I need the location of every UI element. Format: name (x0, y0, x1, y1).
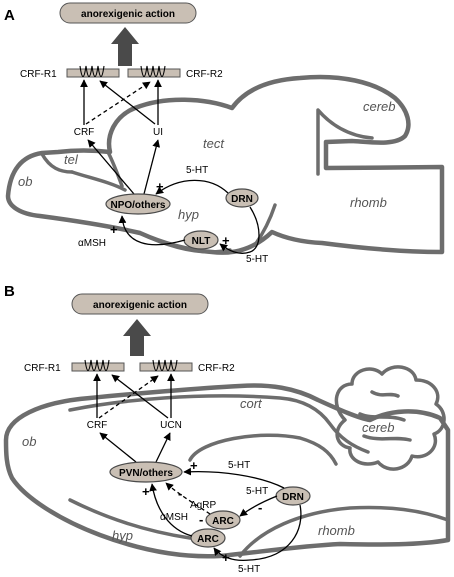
sign-arc-minus: - (199, 512, 203, 527)
sign-npo-plus: + (156, 179, 164, 194)
cerebellum-contour (334, 365, 446, 471)
sign-msh-plus-b: + (142, 484, 150, 499)
receptor-coil-icon (140, 65, 166, 78)
receptor-label-r2-b: CRF-R2 (198, 363, 235, 374)
receptor-label-r1-b: CRF-R1 (24, 363, 61, 374)
region-hyp-a: hyp (178, 207, 199, 222)
region-hyp-b: hyp (112, 528, 133, 543)
receptor-label-r2-a: CRF-R2 (186, 69, 223, 80)
input-msh-a: αMSH (78, 238, 106, 249)
region-cereb-b: cereb (362, 420, 395, 435)
panel-a: A anorexigenic action ob tel tect cereb … (4, 2, 445, 265)
receptor-coil-icon (84, 359, 110, 372)
region-tel-a: tel (64, 152, 79, 167)
node-arc-lower-label: ARC (197, 534, 219, 545)
panel-b: B anorexigenic action ob cort cereb hyp … (3, 283, 451, 575)
region-rhomb-a: rhomb (350, 195, 387, 210)
panel-b-action-arrow (123, 319, 151, 356)
node-arc-lower (190, 528, 226, 548)
node-npo-label: NPO/others (110, 200, 165, 211)
peptide-crf-a: CRF (74, 127, 95, 138)
receptor-label-r1-a: CRF-R1 (20, 69, 57, 80)
region-ob-a: ob (18, 174, 32, 189)
region-rhomb-b: rhomb (318, 523, 355, 538)
input-agrp-b: AgRP (190, 500, 216, 511)
node-drn-a (225, 188, 259, 208)
input-msh-b: αMSH (160, 512, 188, 523)
receptor-coil-icon (79, 65, 105, 78)
sign-ht-top-plus: + (190, 458, 198, 473)
sign-bottom-plus: + (222, 550, 230, 565)
receptor-coil-icon (152, 359, 178, 372)
peptide-crf-b: CRF (87, 420, 108, 431)
node-pvn-b (109, 461, 183, 483)
node-npo-a (105, 193, 171, 215)
input-5ht-top-b: 5-HT (228, 460, 250, 471)
peptide-ui-a: UI (153, 127, 163, 138)
input-5ht-top-a: 5-HT (186, 165, 208, 176)
input-5ht-bottom-b: 5-HT (238, 564, 260, 575)
region-ob-b: ob (22, 434, 36, 449)
node-arc-upper-label: ARC (212, 516, 234, 527)
region-cort-b: cort (240, 396, 263, 411)
panel-b-letter: B (4, 283, 15, 300)
panel-b-action-label: anorexigenic action (93, 300, 187, 311)
sign-agrp-minus: - (178, 486, 182, 501)
panel-a-action-arrow (111, 27, 139, 66)
region-tect-a: tect (203, 136, 225, 151)
sign-ht-mid-minus: - (258, 500, 262, 515)
node-drn-label-b: DRN (282, 492, 304, 503)
region-cereb-a: cereb (363, 99, 396, 114)
input-5ht-bottom-a: 5-HT (246, 254, 268, 265)
panel-a-action-label: anorexigenic action (81, 9, 175, 20)
sign-nlt-plus: + (222, 233, 230, 248)
node-arc-upper (205, 510, 241, 530)
node-drn-label-a: DRN (231, 194, 253, 205)
panel-a-action-box (59, 2, 197, 24)
node-nlt-label: NLT (192, 236, 211, 247)
node-pvn-label: PVN/others (119, 468, 173, 479)
sign-msh-plus-a: + (110, 222, 118, 237)
peptide-ucn-b: UCN (160, 420, 182, 431)
panel-b-action-box (71, 293, 209, 315)
panel-a-letter: A (4, 7, 15, 24)
input-5ht-mid-b: 5-HT (246, 486, 268, 497)
